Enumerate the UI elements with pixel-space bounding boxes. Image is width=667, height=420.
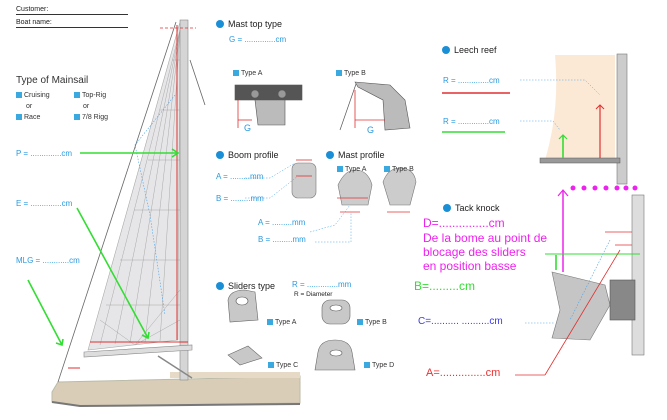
leech-reef-sail — [545, 55, 615, 160]
checkbox-icon — [74, 92, 80, 99]
bullet-icon — [216, 282, 224, 290]
boom-profile-title: Boom profile — [216, 150, 279, 160]
mast-top-type-a-option[interactable]: Type A — [233, 70, 262, 77]
g-label-b: G — [367, 125, 375, 135]
mainsail — [87, 21, 181, 351]
option-cruising[interactable]: Cruising — [16, 92, 50, 99]
bullet-icon — [326, 151, 334, 159]
deck — [170, 372, 300, 378]
mast-top-type-a — [234, 84, 303, 126]
sliders-title: Sliders type — [216, 281, 275, 291]
option-top-rig[interactable]: Top-Rig — [74, 92, 106, 99]
option-race[interactable]: Race — [16, 114, 40, 121]
mast-profile-type-a — [337, 169, 373, 206]
boom — [83, 344, 193, 358]
mast-profile-type-b-option[interactable]: Type B — [384, 166, 414, 173]
slider-type-c — [227, 345, 263, 366]
checkbox-icon — [233, 70, 239, 77]
option-7-8-rig[interactable]: 7/8 Rigg — [74, 114, 108, 121]
g-measurement[interactable]: G = ..............cm — [229, 35, 287, 44]
vang — [157, 355, 193, 379]
mast — [179, 19, 189, 381]
c-measurement[interactable]: C=.......... ..........cm — [418, 316, 503, 327]
checkbox-icon — [384, 166, 390, 173]
slider-type-b — [321, 299, 351, 325]
slider-type-c-option[interactable]: Type C — [268, 362, 298, 369]
checkbox-icon — [16, 114, 22, 121]
leech-reef-title: Leech reef — [442, 45, 497, 55]
mainsail-type-title: Type of Mainsail — [16, 75, 89, 86]
g-label-a: G — [244, 123, 252, 133]
checkbox-icon — [267, 319, 273, 326]
leech-mast — [616, 53, 628, 185]
mast-top-type-b-option[interactable]: Type B — [336, 70, 366, 77]
checkbox-icon — [74, 114, 80, 121]
boat-name-field[interactable]: Boat name: — [16, 19, 128, 28]
customer-field[interactable]: Customer: — [16, 6, 128, 15]
or-text: or — [26, 103, 33, 110]
r-measurement[interactable]: R = ..............mm — [292, 280, 352, 289]
magenta-dots — [570, 185, 638, 191]
tack-mast — [631, 194, 645, 356]
p-measurement[interactable]: P = ..............cm — [16, 149, 73, 158]
checkbox-icon — [268, 362, 274, 369]
slider-type-a — [227, 289, 259, 323]
d-measurement[interactable]: D=...............cm — [423, 216, 505, 230]
leech-r1-measurement[interactable]: R = ..............cm — [443, 76, 500, 85]
checkbox-icon — [336, 70, 342, 77]
mast-profile-type-a-option[interactable]: Type A — [337, 166, 366, 173]
tack-note-line-2: blocage des sliders — [423, 245, 526, 259]
leech-r2-measurement[interactable]: R = ..............cm — [443, 117, 500, 126]
tack-note-line-1: De la bome au point de — [423, 231, 548, 245]
mast-a-measurement[interactable]: A = .........mm — [258, 218, 306, 227]
tack-knock-title: Tack knock — [443, 203, 500, 213]
boom-a-measurement[interactable]: A = .........mm — [216, 172, 264, 181]
slider-type-b-option[interactable]: Type B — [357, 319, 387, 326]
mast-profile-title: Mast profile — [326, 150, 385, 160]
slider-type-d-option[interactable]: Type D — [364, 362, 394, 369]
boat-hull — [51, 375, 301, 407]
checkbox-icon — [364, 362, 370, 369]
checkbox-icon — [357, 319, 363, 326]
mlg-measurement[interactable]: MLG = ............cm — [16, 256, 80, 265]
bullet-icon — [216, 20, 224, 28]
bullet-icon — [216, 151, 224, 159]
boom-b-measurement[interactable]: B = .........mm — [216, 194, 264, 203]
tack-boom — [551, 271, 611, 341]
mast-b-measurement[interactable]: B = .........mm — [258, 235, 306, 244]
checkbox-icon — [337, 166, 343, 173]
bullet-icon — [443, 204, 451, 212]
e-measurement[interactable]: E = ..............cm — [16, 199, 73, 208]
gooseneck — [609, 279, 636, 321]
green-arrows — [27, 148, 180, 347]
leech-boom — [539, 157, 621, 164]
bullet-icon — [442, 46, 450, 54]
forestay — [57, 21, 177, 383]
tack-note-line-3: en position basse — [423, 259, 517, 273]
b-measurement[interactable]: B=.........cm — [414, 279, 476, 293]
r-note: R = Diameter — [294, 291, 333, 298]
mast-top-type-b — [354, 81, 411, 131]
mast-profile-type-b — [382, 167, 417, 206]
or-text: or — [83, 103, 90, 110]
a-leader — [544, 249, 621, 376]
mast-top-title: Mast top type — [216, 19, 282, 29]
checkbox-icon — [16, 92, 22, 99]
boom-profile-shape — [291, 162, 317, 199]
slider-type-a-option[interactable]: Type A — [267, 319, 296, 326]
a-measurement[interactable]: A=...............cm — [426, 367, 501, 379]
